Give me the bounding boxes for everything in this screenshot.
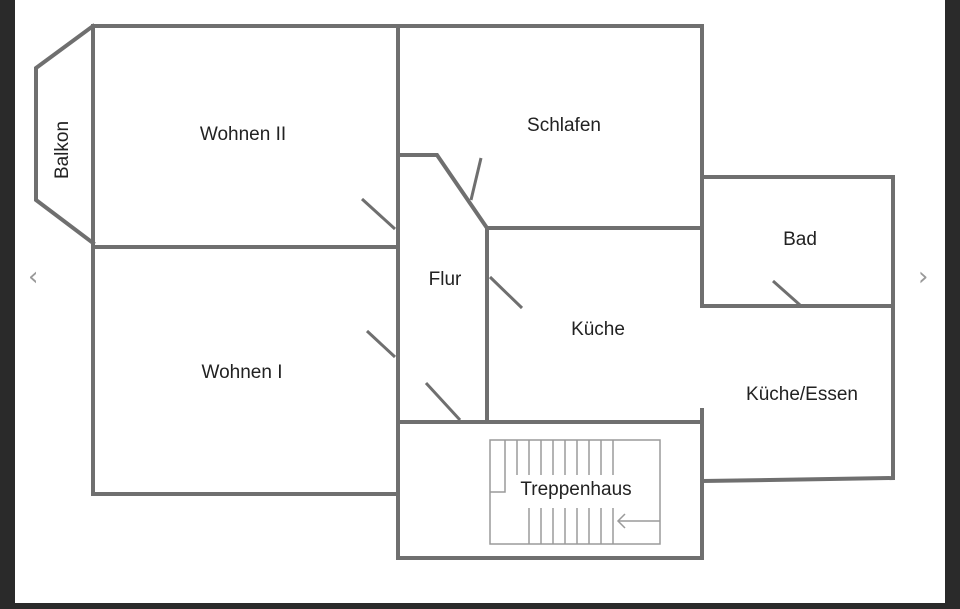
room-label-kueche-essen: Küche/Essen (746, 384, 858, 405)
room-label-kueche: Küche (571, 319, 625, 340)
room-label-bad: Bad (783, 229, 817, 250)
previous-image-icon[interactable]: ‹ (28, 262, 39, 292)
room-label-wohnen-2: Wohnen II (199, 124, 287, 145)
image-viewer (15, 0, 945, 603)
room-label-flur: Flur (428, 269, 462, 290)
staircase (489, 439, 661, 545)
walls (34, 23, 895, 560)
balcony-outline (34, 23, 96, 246)
door-swings (360, 157, 801, 422)
room-label-wohnen-1: Wohnen I (201, 362, 283, 383)
room-label-schlafen: Schlafen (527, 115, 601, 136)
room-label-balkon: Balkon (52, 120, 73, 180)
room-label-treppenhaus: Treppenhaus (518, 479, 634, 501)
next-image-icon[interactable]: › (918, 262, 929, 292)
